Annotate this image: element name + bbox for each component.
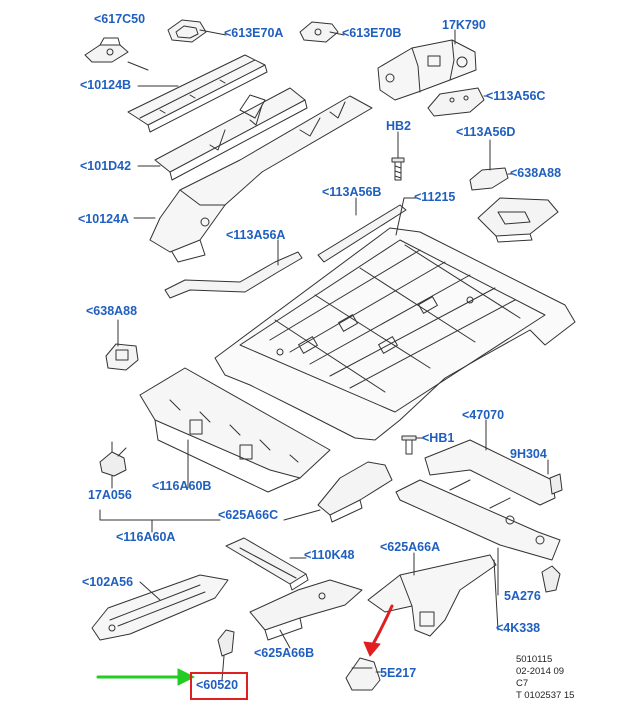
label-116A60B[interactable]: <116A60B xyxy=(152,479,212,493)
label-11215[interactable]: <11215 xyxy=(414,190,456,204)
part-11215-floor-drawing xyxy=(214,227,576,441)
label-HB2[interactable]: HB2 xyxy=(386,119,412,133)
label-625A66C[interactable]: <625A66C xyxy=(218,508,279,522)
part-5A276-drawing xyxy=(541,565,561,593)
label-17K790[interactable]: 17K790 xyxy=(442,18,486,32)
label-47070[interactable]: <47070 xyxy=(462,408,505,422)
part-625A66B-drawing xyxy=(249,579,363,641)
label-638A88-right[interactable]: <638A88 xyxy=(510,166,562,180)
label-110K48[interactable]: <110K48 xyxy=(304,548,355,562)
label-638A88-left[interactable]: <638A88 xyxy=(86,304,138,318)
part-113A56D-drawing xyxy=(469,167,509,191)
part-10124B-drawing xyxy=(127,54,268,133)
doc-ref-line-4: T 0102537 15 xyxy=(516,690,575,701)
doc-ref-line-2: 02-2014 09 xyxy=(516,666,565,677)
label-10124B[interactable]: <10124B xyxy=(80,78,132,92)
part-113A56C-drawing xyxy=(427,87,485,117)
part-5E217-drawing xyxy=(345,657,381,691)
part-625A66A-drawing xyxy=(367,554,497,637)
part-638A88-right-drawing xyxy=(477,197,559,243)
part-17A056-drawing xyxy=(99,441,127,477)
label-613E70A[interactable]: <613E70A xyxy=(224,26,284,40)
part-101D42-drawing xyxy=(154,87,308,181)
part-47070-drawing xyxy=(395,439,561,561)
label-17A056[interactable]: 17A056 xyxy=(88,488,132,502)
label-60520[interactable]: <60520 xyxy=(196,678,239,692)
doc-ref-line-3: C7 xyxy=(516,678,529,689)
highlight-box-60520 xyxy=(190,672,248,700)
part-638A88-left-drawing xyxy=(105,343,139,371)
label-HB1[interactable]: <HB1 xyxy=(422,431,455,445)
red-arrow-shaft xyxy=(370,604,394,648)
doc-ref-block: 5010115 02-2014 09 C7 T 0102537 15 xyxy=(516,654,574,702)
part-60520-drawing xyxy=(217,629,235,657)
part-625A66C-drawing xyxy=(317,461,393,523)
part-10124A-drawing xyxy=(149,95,373,263)
part-102A56-drawing xyxy=(91,574,229,641)
label-10124A[interactable]: <10124A xyxy=(78,212,130,226)
label-617C50[interactable]: <617C50 xyxy=(94,12,146,26)
label-113A56C[interactable]: <113A56C xyxy=(486,89,546,103)
red-arrow-head xyxy=(363,641,381,657)
label-625A66B[interactable]: <625A66B xyxy=(254,646,315,660)
part-110K48-drawing xyxy=(225,537,309,591)
part-113A56A-drawing xyxy=(164,251,303,299)
leader-lines xyxy=(99,29,549,681)
label-613E70B[interactable]: <613E70B xyxy=(342,26,402,40)
part-617C50-drawing xyxy=(84,37,129,63)
part-116A60B-drawing xyxy=(139,367,331,493)
part-613E70A-drawing xyxy=(167,19,207,43)
label-113A56D[interactable]: <113A56D xyxy=(456,125,516,139)
part-HB1-drawing xyxy=(401,435,417,455)
doc-ref-line-1: 5010115 xyxy=(516,654,553,665)
part-HB2-drawing xyxy=(391,157,405,181)
label-113A56B[interactable]: <113A56B xyxy=(322,185,382,199)
part-113A56B-drawing xyxy=(317,204,407,263)
label-4K338[interactable]: <4K338 xyxy=(496,621,541,635)
label-9H304[interactable]: 9H304 xyxy=(510,447,547,461)
label-113A56A[interactable]: <113A56A xyxy=(226,228,286,242)
part-613E70B-drawing xyxy=(299,21,339,43)
part-17K790-drawing xyxy=(377,39,477,101)
label-116A60A[interactable]: <116A60A xyxy=(116,530,176,544)
part-9H304-drawing xyxy=(549,473,563,495)
label-102A56[interactable]: <102A56 xyxy=(82,575,134,589)
label-5A276[interactable]: 5A276 xyxy=(504,589,541,603)
label-5E217[interactable]: 5E217 xyxy=(380,666,417,680)
green-arrow-head xyxy=(177,668,195,686)
label-101D42[interactable]: <101D42 xyxy=(80,159,132,173)
label-625A66A[interactable]: <625A66A xyxy=(380,540,441,554)
